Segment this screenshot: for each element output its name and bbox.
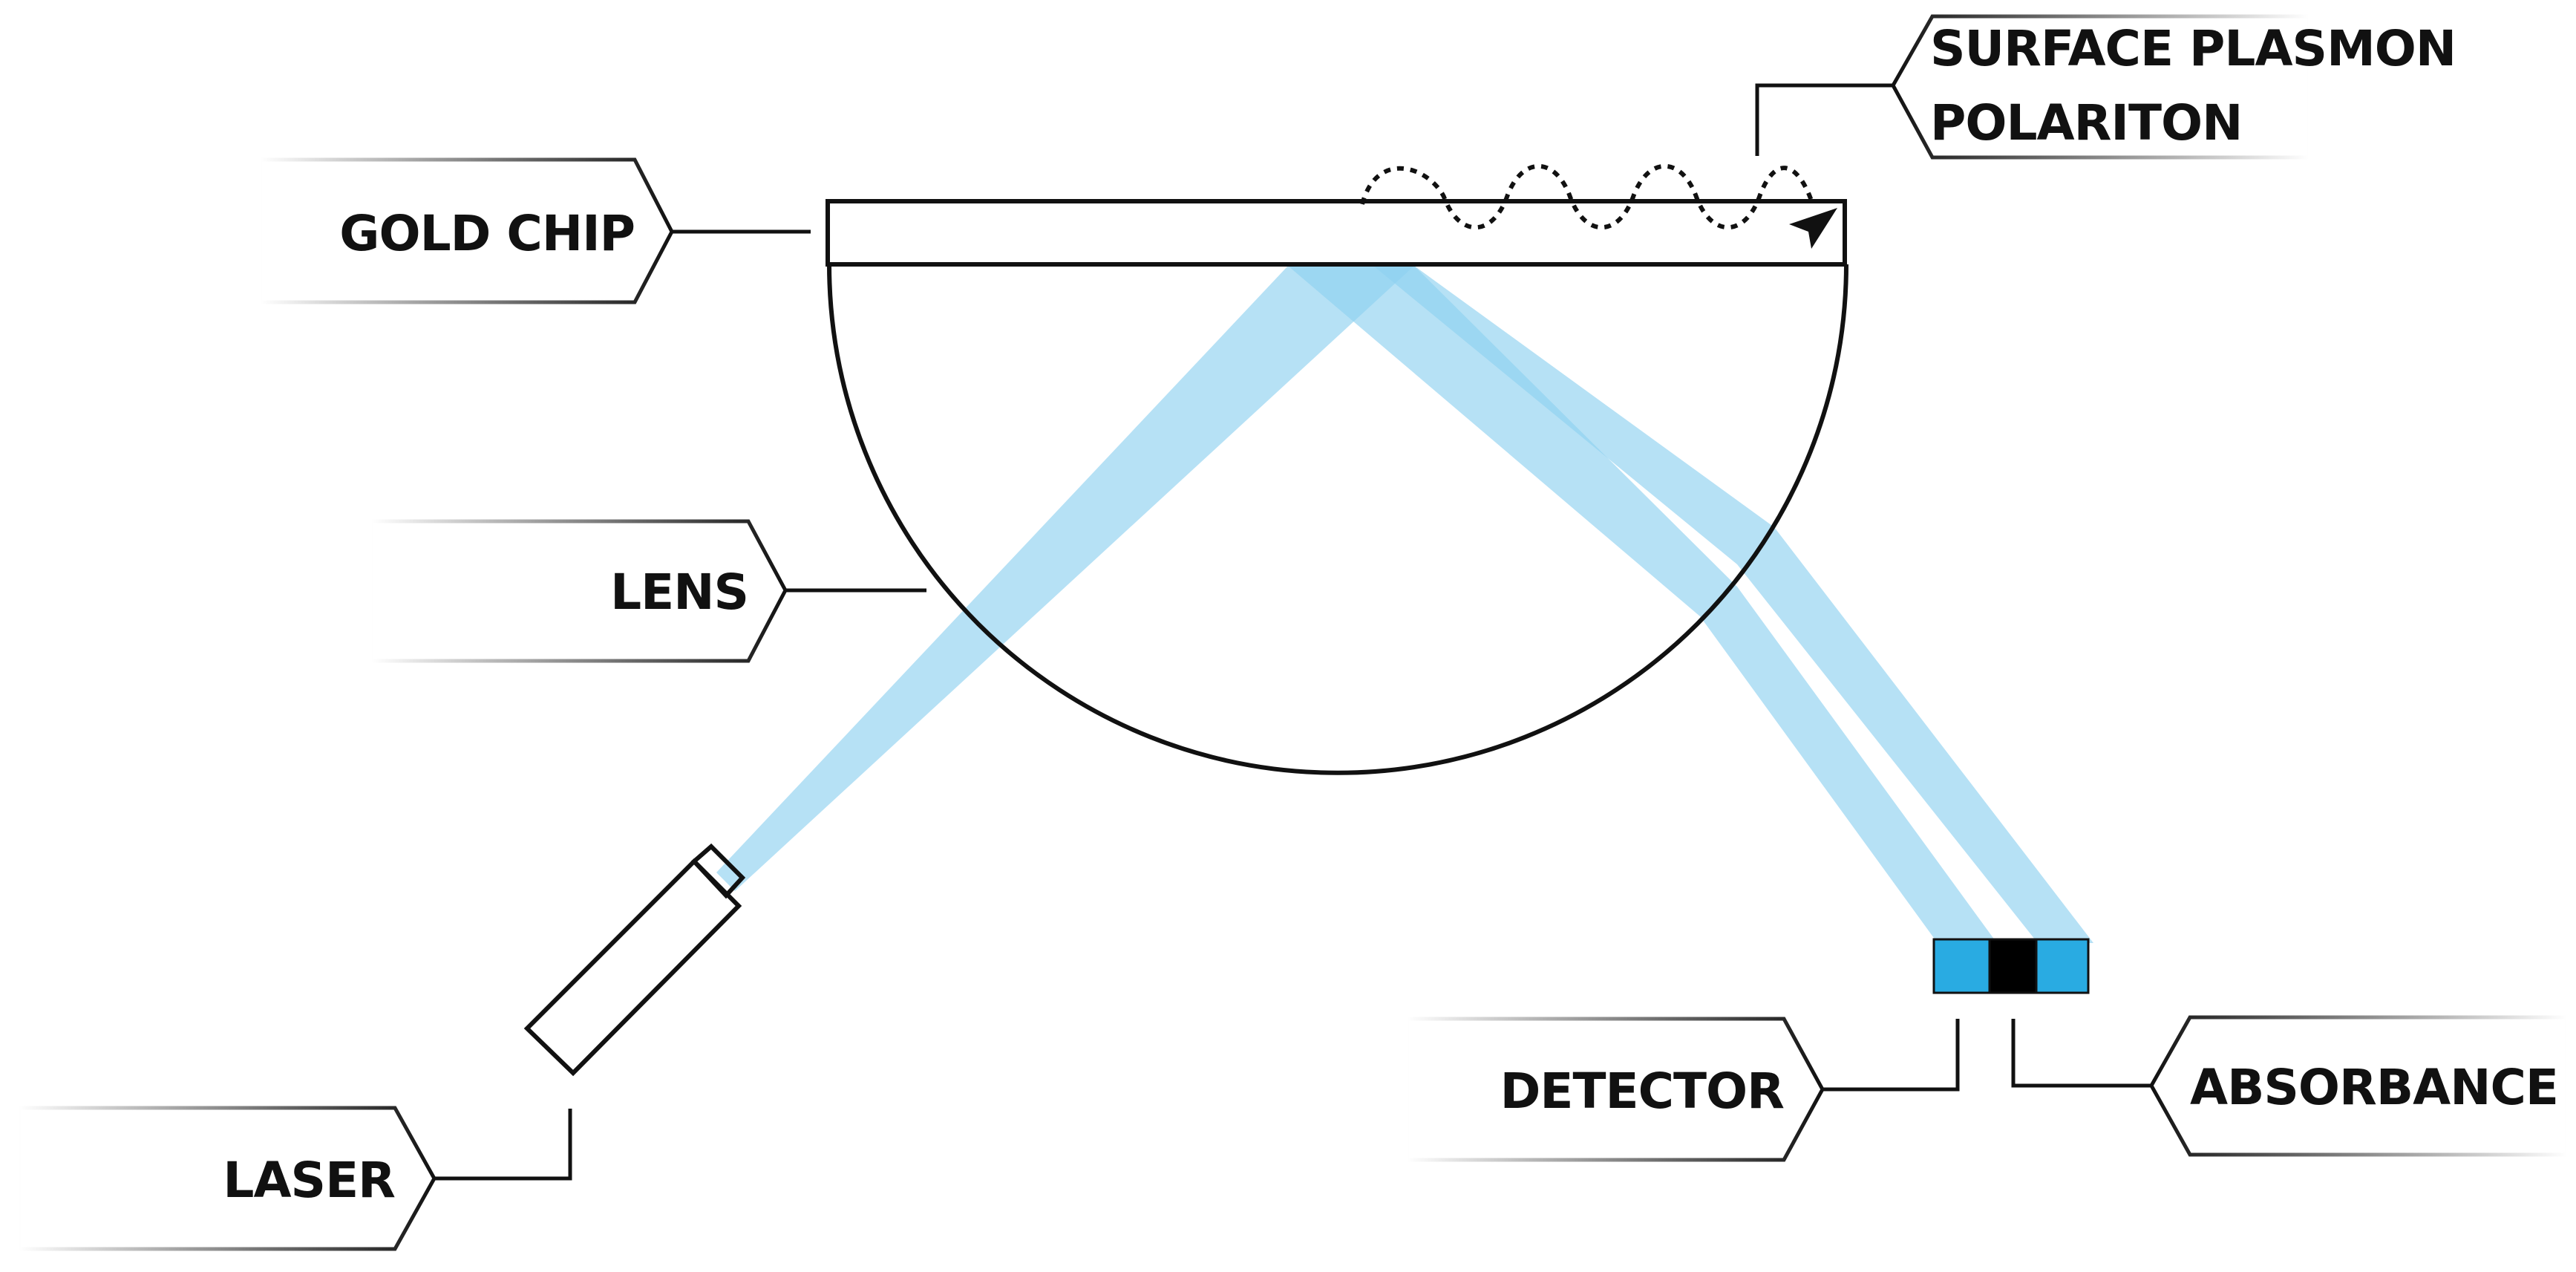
reflected-beam-left [1288, 266, 1997, 943]
reflected-beam-right [1373, 266, 2093, 943]
lens [827, 264, 1848, 775]
detector-cell-left [1932, 938, 1991, 994]
label-spp-line2: POLARITON [1930, 94, 2242, 151]
label-absorbance: ABSORBANCE [2011, 1015, 2569, 1157]
plasmon-wave [1360, 163, 1837, 249]
label-absorbance-text: ABSORBANCE [2190, 1059, 2558, 1116]
label-spp-line1: SURFACE PLASMON [1930, 20, 2456, 77]
label-laser-text: LASER [223, 1152, 395, 1209]
label-detector: DETECTOR [1405, 1017, 1960, 1162]
label-detector-text: DETECTOR [1500, 1063, 1785, 1120]
absorbance-cell [1988, 938, 2038, 994]
gold-chip [826, 199, 1847, 267]
laser-body [523, 858, 742, 1077]
label-gold-chip-text: GOLD CHIP [339, 205, 635, 262]
laser [523, 843, 746, 1077]
laser-nozzle [690, 843, 746, 899]
label-lens-text: LENS [610, 564, 748, 621]
plasmon-wave-path [1360, 163, 1814, 230]
label-lens: LENS [369, 519, 926, 663]
label-laser: LASER [16, 1106, 572, 1251]
label-surface-plasmon-polariton: SURFACE PLASMON POLARITON [1755, 14, 2456, 160]
detector-array [1932, 938, 2090, 994]
label-gold-chip: GOLD CHIP [258, 157, 811, 304]
detector-cell-right [2035, 938, 2090, 994]
incident-beam [716, 266, 1414, 891]
arrowhead-icon [1789, 208, 1837, 249]
light-beams [716, 266, 2093, 943]
